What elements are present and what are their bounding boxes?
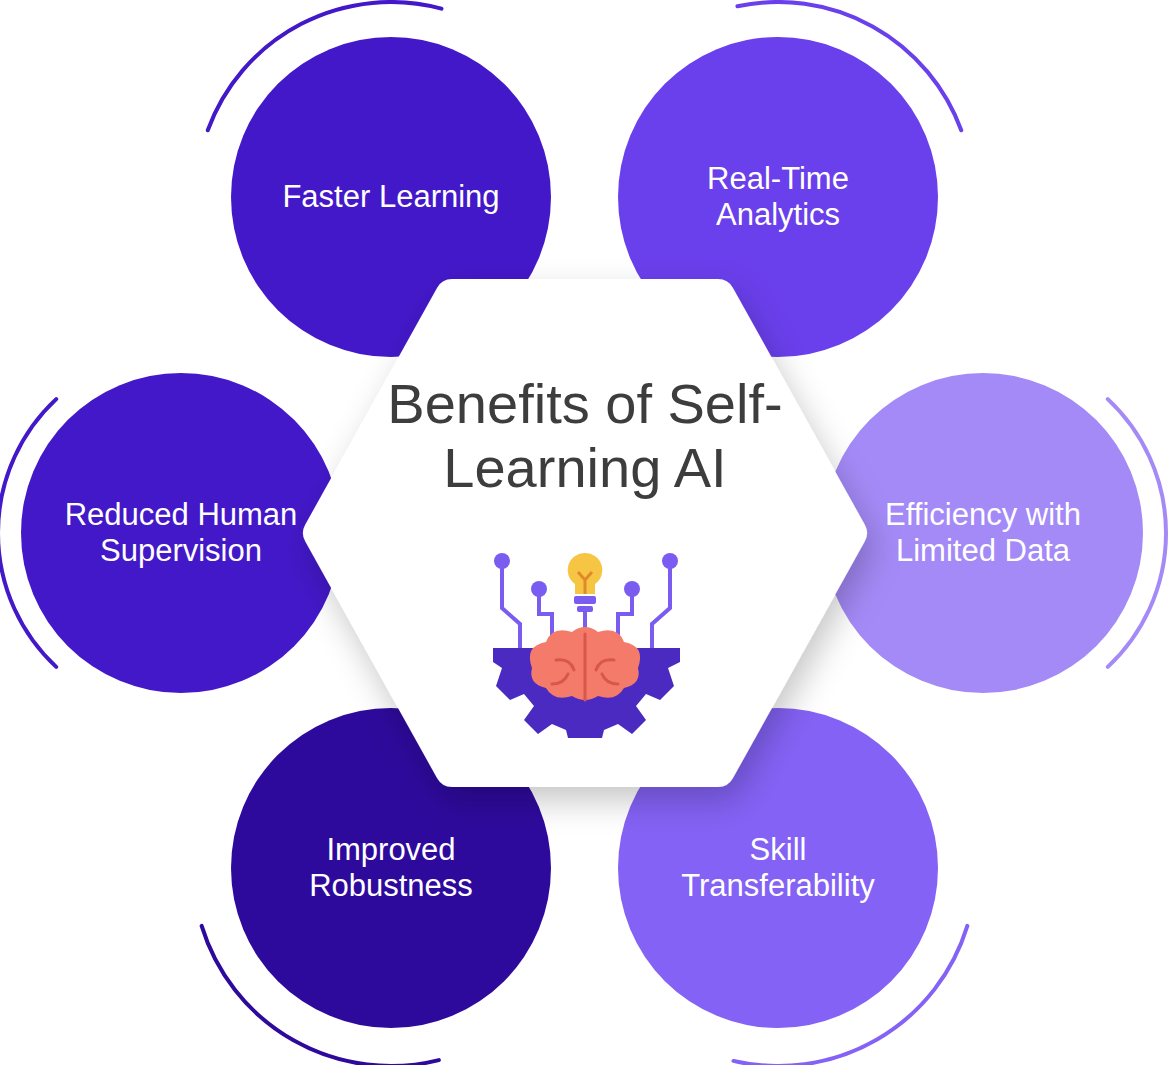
circle-fill	[21, 373, 341, 693]
benefit-label: Real-Time Analytics	[658, 161, 898, 233]
benefit-label: Skill Transferability	[653, 832, 903, 904]
diagram-title: Benefits of Self-Learning AI	[375, 372, 795, 500]
benefit-label: Faster Learning	[271, 179, 511, 215]
benefit-label: Improved Robustness	[271, 832, 511, 904]
benefit-circle: Efficiency with Limited Data	[823, 373, 1143, 693]
ai-brain-icon	[493, 553, 680, 738]
benefit-circle: Reduced Human Supervision	[21, 373, 341, 693]
benefit-label: Efficiency with Limited Data	[863, 497, 1103, 569]
hexagon-shape	[320, 296, 850, 770]
benefit-label: Reduced Human Supervision	[61, 497, 301, 569]
circle-fill	[823, 373, 1143, 693]
